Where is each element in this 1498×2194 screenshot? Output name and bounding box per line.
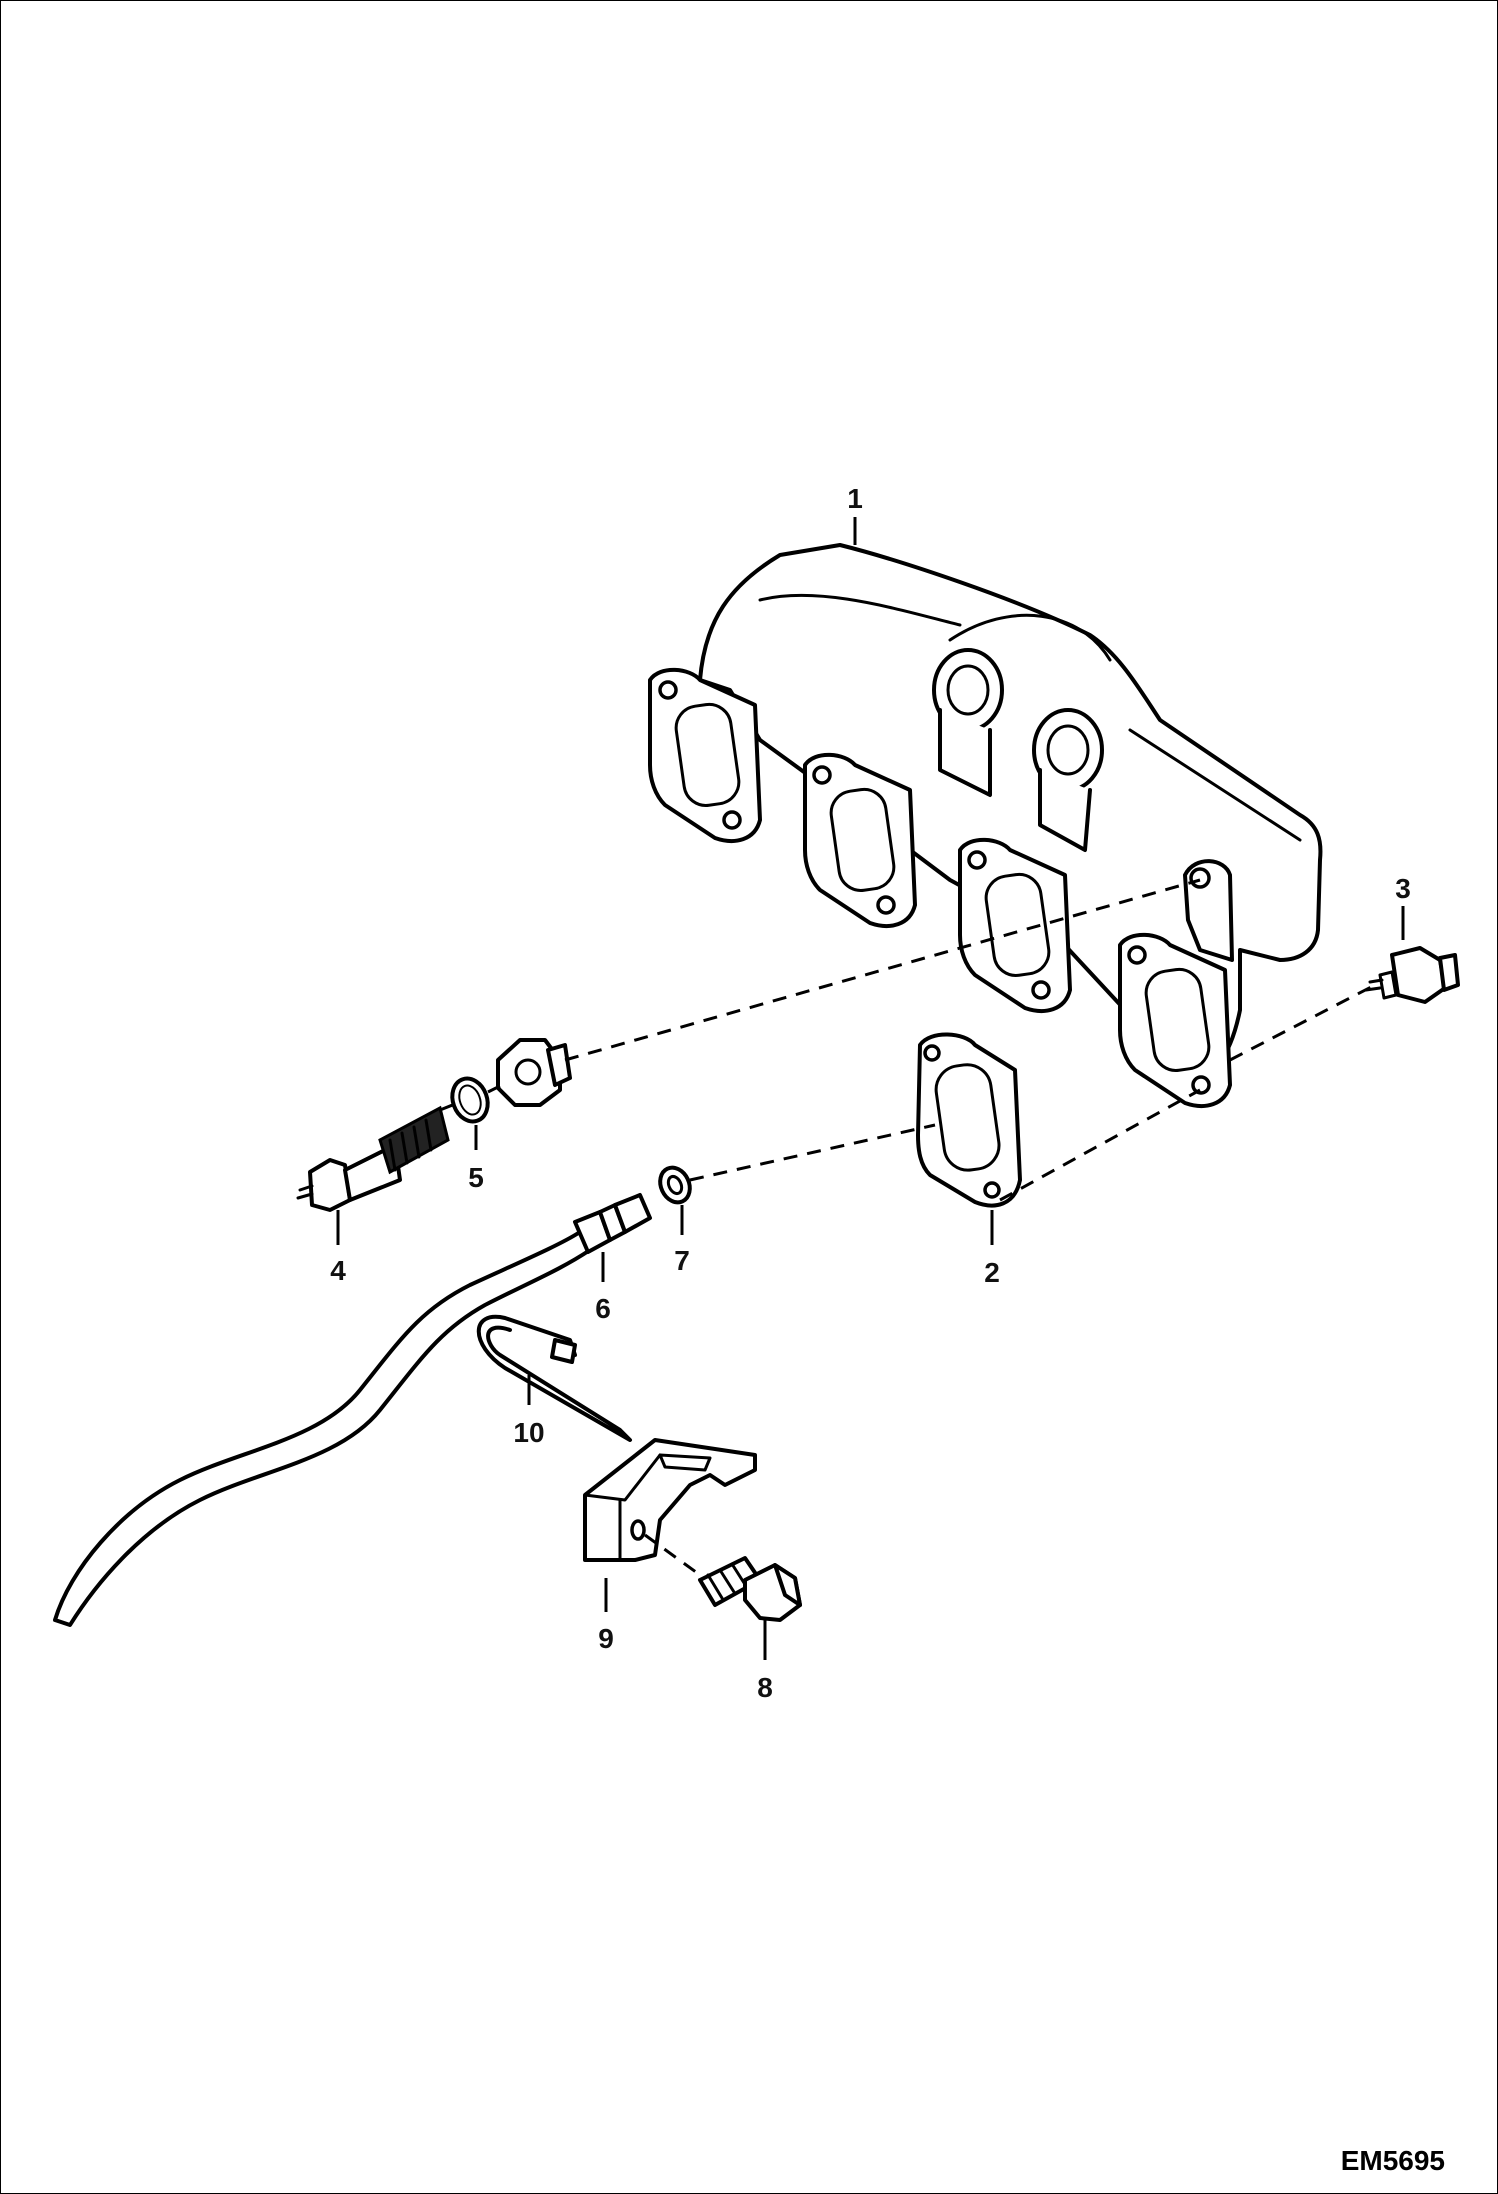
callout-5: 5 (468, 1162, 484, 1193)
assembly-lines (439, 878, 1376, 1577)
glow-sensor-probe (296, 1105, 450, 1212)
callout-6: 6 (595, 1293, 611, 1324)
tube-clip (476, 1314, 632, 1442)
snap-ring (450, 1076, 490, 1124)
sealing-washer (658, 1165, 692, 1205)
callout-4: 4 (330, 1255, 346, 1286)
hex-bolt (698, 1556, 802, 1622)
callout-1: 1 (847, 483, 863, 514)
exhaust-manifold (648, 543, 1323, 1108)
mounting-bracket (583, 1438, 757, 1562)
callout-3: 3 (1395, 873, 1411, 904)
callout-7: 7 (674, 1245, 690, 1276)
callout-8: 8 (757, 1672, 773, 1703)
callout-9: 9 (598, 1623, 614, 1654)
temperature-sensor (1364, 946, 1460, 1004)
figure-code: EM5695 (1341, 2145, 1445, 2176)
manifold-gasket (916, 1032, 1022, 1208)
callout-leaders (336, 517, 1405, 1660)
adapter-fitting (496, 1038, 572, 1107)
dipstick-tube (53, 1193, 652, 1627)
callout-10: 10 (513, 1417, 544, 1448)
callout-2: 2 (984, 1257, 1000, 1288)
